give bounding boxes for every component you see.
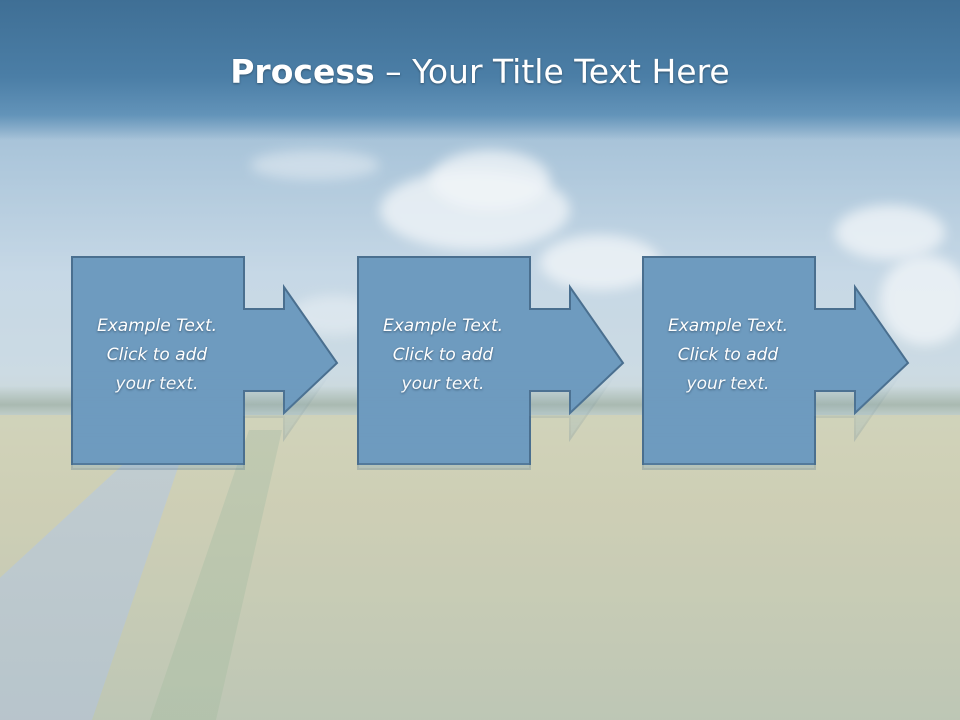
step-text-line: Example Text. [96, 316, 218, 336]
step-text-line: Click to add [106, 345, 208, 365]
cloud [250, 150, 380, 180]
title-rest: – Your Title Text Here [374, 52, 730, 91]
arrow-box-shape [71, 256, 339, 465]
slide-title[interactable]: Process – Your Title Text Here [0, 52, 960, 91]
process-step-3[interactable]: Example Text. Click to add your text. [642, 256, 912, 470]
title-bold: Process [230, 52, 375, 91]
step-text-line: Example Text. [382, 316, 504, 336]
step-text[interactable]: Example Text. Click to add your text. [357, 312, 529, 399]
cloud [540, 235, 660, 290]
title-band [0, 0, 960, 140]
step-text-line: your text. [642, 370, 814, 399]
step-text[interactable]: Example Text. Click to add your text. [642, 312, 814, 399]
cloud [430, 150, 550, 210]
step-text[interactable]: Example Text. Click to add your text. [71, 312, 243, 399]
arrow-box-shape [642, 256, 910, 465]
process-step-2[interactable]: Example Text. Click to add your text. [357, 256, 627, 470]
cloud [835, 205, 945, 260]
step-text-line: Example Text. [667, 316, 789, 336]
process-step-3-reflection [642, 261, 912, 470]
process-step-1[interactable]: Example Text. Click to add your text. [71, 256, 341, 470]
process-step-1-reflection [71, 261, 341, 470]
step-text-line: your text. [357, 370, 529, 399]
step-text-line: Click to add [392, 345, 494, 365]
cloud [880, 255, 960, 345]
arrow-box-shape [357, 256, 625, 465]
process-step-2-reflection [357, 261, 627, 470]
step-text-line: your text. [71, 370, 243, 399]
step-text-line: Click to add [677, 345, 779, 365]
